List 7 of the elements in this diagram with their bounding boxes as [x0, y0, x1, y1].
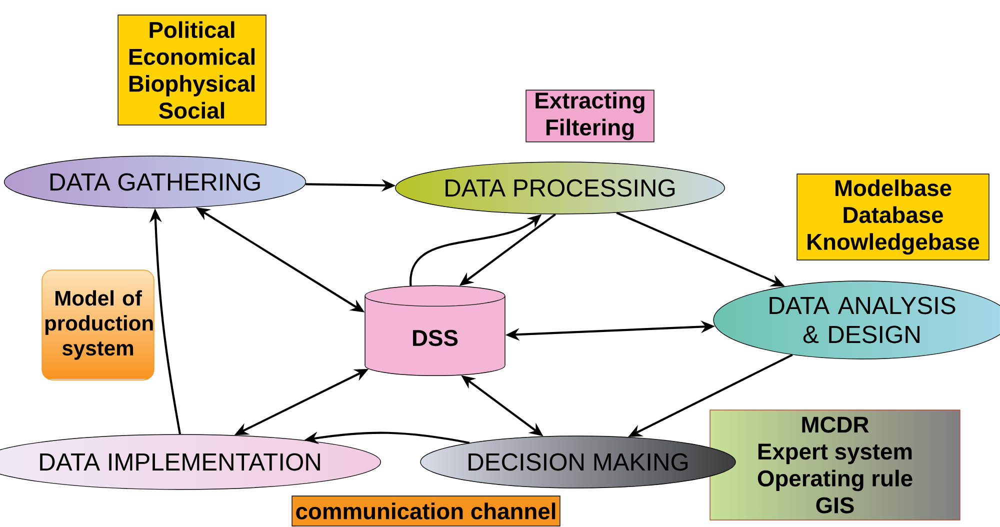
database-cylinder: DSS [364, 285, 506, 376]
note-box: Model of production system [42, 270, 154, 380]
note-box: MCDR Expert system Operating rule GIS [710, 410, 960, 520]
note-box: Political Economical Biophysical Social [118, 14, 266, 126]
note-box: Extracting Filtering [526, 90, 654, 142]
note-box: communication channel [292, 496, 560, 526]
note-box: Modelbase Database Knowledgebase [796, 174, 990, 260]
